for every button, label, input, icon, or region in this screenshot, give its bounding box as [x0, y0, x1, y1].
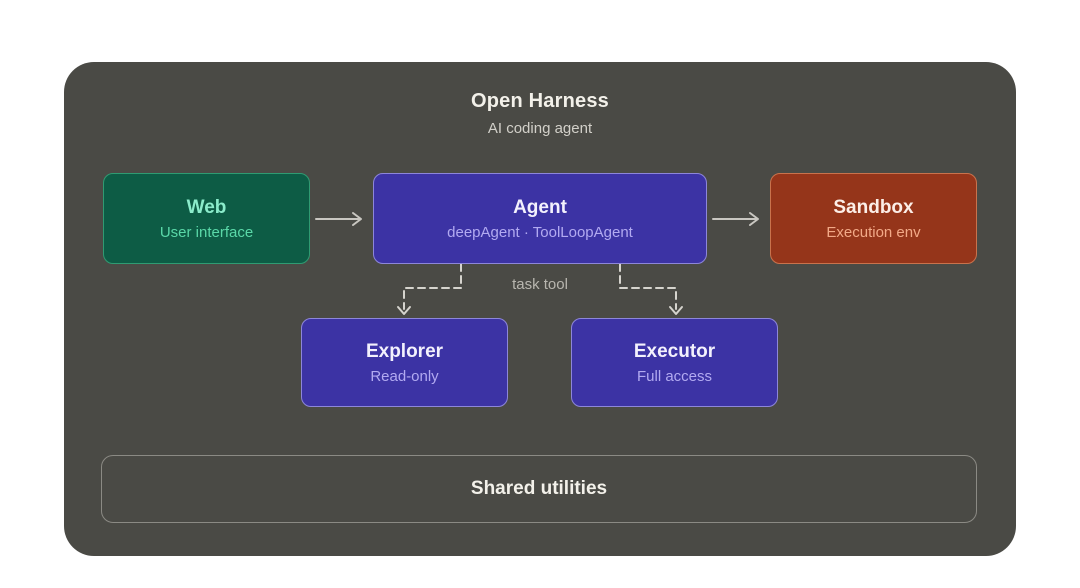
- node-executor-subtitle: Full access: [636, 367, 713, 385]
- node-sandbox-subtitle: Execution env: [826, 223, 921, 241]
- diagram-header: Open Harness AI coding agent: [64, 90, 1016, 137]
- node-agent-subtitle: deepAgent · ToolLoopAgent: [447, 223, 633, 241]
- dashed-connector-agent-to-executor: [619, 263, 683, 315]
- node-sandbox: Sandbox Execution env: [770, 173, 977, 264]
- node-executor-title: Executor: [633, 340, 716, 362]
- node-web-subtitle: User interface: [159, 223, 254, 241]
- dashed-connector-agent-to-explorer: [397, 263, 462, 315]
- node-web: Web User interface: [103, 173, 310, 264]
- node-explorer-title: Explorer: [365, 340, 444, 362]
- node-agent-title: Agent: [513, 196, 567, 218]
- task-tool-label: task tool: [512, 276, 568, 293]
- diagram-card: Open Harness AI coding agent: [64, 62, 1016, 556]
- node-sandbox-title: Sandbox: [833, 196, 914, 218]
- node-agent: Agent deepAgent · ToolLoopAgent: [373, 173, 707, 264]
- shared-utilities-label: Shared utilities: [470, 478, 608, 499]
- node-executor: Executor Full access: [571, 318, 778, 407]
- diagram-subtitle: AI coding agent: [487, 120, 593, 137]
- node-web-title: Web: [186, 196, 227, 218]
- arrow-agent-to-sandbox: [712, 212, 759, 226]
- node-explorer: Explorer Read-only: [301, 318, 508, 407]
- arrow-web-to-agent: [315, 212, 362, 226]
- node-explorer-subtitle: Read-only: [370, 367, 439, 385]
- shared-utilities-bar: Shared utilities: [101, 455, 977, 523]
- diagram-title: Open Harness: [470, 90, 609, 112]
